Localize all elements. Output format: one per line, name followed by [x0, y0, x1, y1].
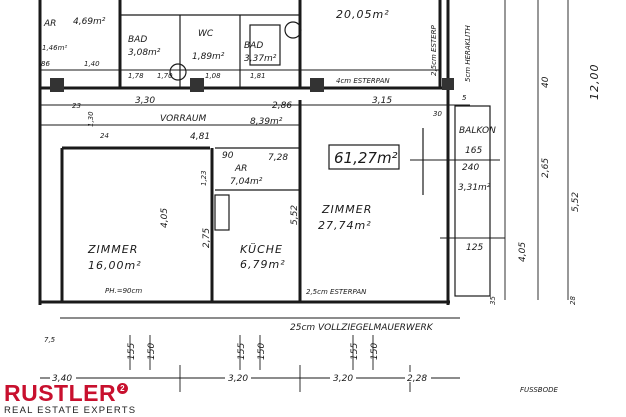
dim: 4,05	[160, 208, 170, 228]
logo-wordmark: RUSTLER 2	[4, 380, 136, 406]
dim: 155	[127, 343, 137, 360]
dim: 4,05	[518, 242, 528, 262]
note-esterpan-room: 2,5cm ESTERPAN	[306, 288, 367, 296]
dim: 2,75	[202, 228, 212, 248]
dim: 30	[433, 110, 442, 118]
room-wc-name: WC	[198, 29, 214, 39]
room-flur-area: 4,69m²	[73, 17, 106, 27]
dim: 86	[41, 60, 50, 68]
dim: 2,28	[407, 374, 427, 384]
room-wc-area: 1,89m²	[192, 52, 225, 62]
dim: 3,15	[372, 96, 392, 106]
logo-tagline: REAL ESTATE EXPERTS	[4, 405, 137, 416]
dim: 125	[466, 243, 483, 253]
dim: 3,20	[228, 374, 248, 384]
room-bad2-name: BAD	[244, 41, 263, 51]
dim: 23	[72, 102, 81, 110]
room-zimmer-left-area: 16,00m²	[88, 259, 142, 272]
room-kueche-area: 6,79m²	[240, 258, 286, 271]
note-esterpan-vertical: 2,5cm ESTERP	[430, 25, 438, 76]
room-vorraum-name: VORRAUM	[160, 114, 206, 124]
note-esterpan-top: 4cm ESTERPAN	[336, 77, 390, 85]
room-balkon-name: BALKON	[459, 126, 496, 136]
room-ar-small-name: AR	[234, 164, 247, 174]
dim: 12,00	[588, 64, 601, 101]
note-fussboden: FUSSBODE	[520, 386, 558, 394]
room-top-area: 20,05m²	[336, 8, 390, 21]
dim: 5	[462, 94, 467, 102]
room-ar-small-area: 7,04m²	[230, 177, 263, 187]
balkon-door-height: 240	[462, 163, 479, 173]
dim: 24	[100, 132, 109, 140]
room-zimmer-right-area: 27,74m²	[318, 219, 372, 232]
dim: 90	[222, 151, 234, 161]
dim: 150	[370, 343, 380, 360]
room-ar-left-area: 1,46m²	[42, 44, 67, 52]
dim: 35	[489, 296, 497, 305]
dim: 155	[237, 343, 247, 360]
dim: 155	[350, 343, 360, 360]
dim: 7,28	[268, 153, 288, 163]
room-vorraum-area: 8,39m²	[250, 117, 283, 127]
dim: 2,65	[541, 158, 551, 178]
note-heraklith: 5cm HERAKLITH	[464, 24, 472, 82]
logo-badge-icon: 2	[117, 383, 129, 394]
dim: 1,30	[87, 111, 95, 127]
balkon-door-width: 165	[465, 146, 482, 156]
total-area: 61,27m²	[334, 149, 398, 167]
room-bad1-name: BAD	[128, 35, 147, 45]
dim: 1,78	[128, 72, 144, 80]
dimension-lines	[40, 0, 569, 392]
total-area-box	[328, 144, 400, 170]
dim: 5,52	[571, 192, 581, 212]
dim: 1,70	[157, 72, 173, 80]
dim: 28	[569, 296, 577, 305]
rustler-logo: RUSTLER 2 REAL ESTATE EXPERTS	[4, 380, 137, 417]
room-zimmer-left-note: PH.=90cm	[105, 287, 142, 295]
dim: 1,40	[84, 60, 100, 68]
dim: 4,81	[190, 132, 210, 142]
dim: 150	[257, 343, 267, 360]
room-zimmer-left-name: ZIMMER	[87, 243, 138, 256]
dim: 3,20	[333, 374, 353, 384]
dim: 1,08	[205, 72, 221, 80]
dim: 3,30	[135, 96, 155, 106]
note-wall: 25cm VOLLZIEGELMAUERWERK	[290, 323, 434, 333]
walls	[38, 0, 491, 305]
room-kueche-name: KÜCHE	[240, 243, 283, 256]
room-bad1-area: 3,08m²	[128, 48, 161, 58]
room-bad2-area: 3,37m²	[244, 54, 277, 64]
room-zimmer-right-name: ZIMMER	[321, 203, 372, 216]
dim: 3,40	[52, 374, 72, 384]
room-ar-left-name: AR	[43, 19, 56, 29]
logo-word: RUSTLER	[4, 380, 117, 406]
dim: 1,23	[200, 170, 208, 186]
dim: 2,86	[272, 101, 292, 111]
room-balkon-area: 3,31m²	[458, 183, 491, 193]
dim: 7,5	[44, 336, 56, 344]
dim: 40	[541, 76, 551, 88]
dim: 1,81	[250, 72, 266, 80]
dim: 150	[147, 343, 157, 360]
dim: 5,52	[290, 205, 300, 225]
